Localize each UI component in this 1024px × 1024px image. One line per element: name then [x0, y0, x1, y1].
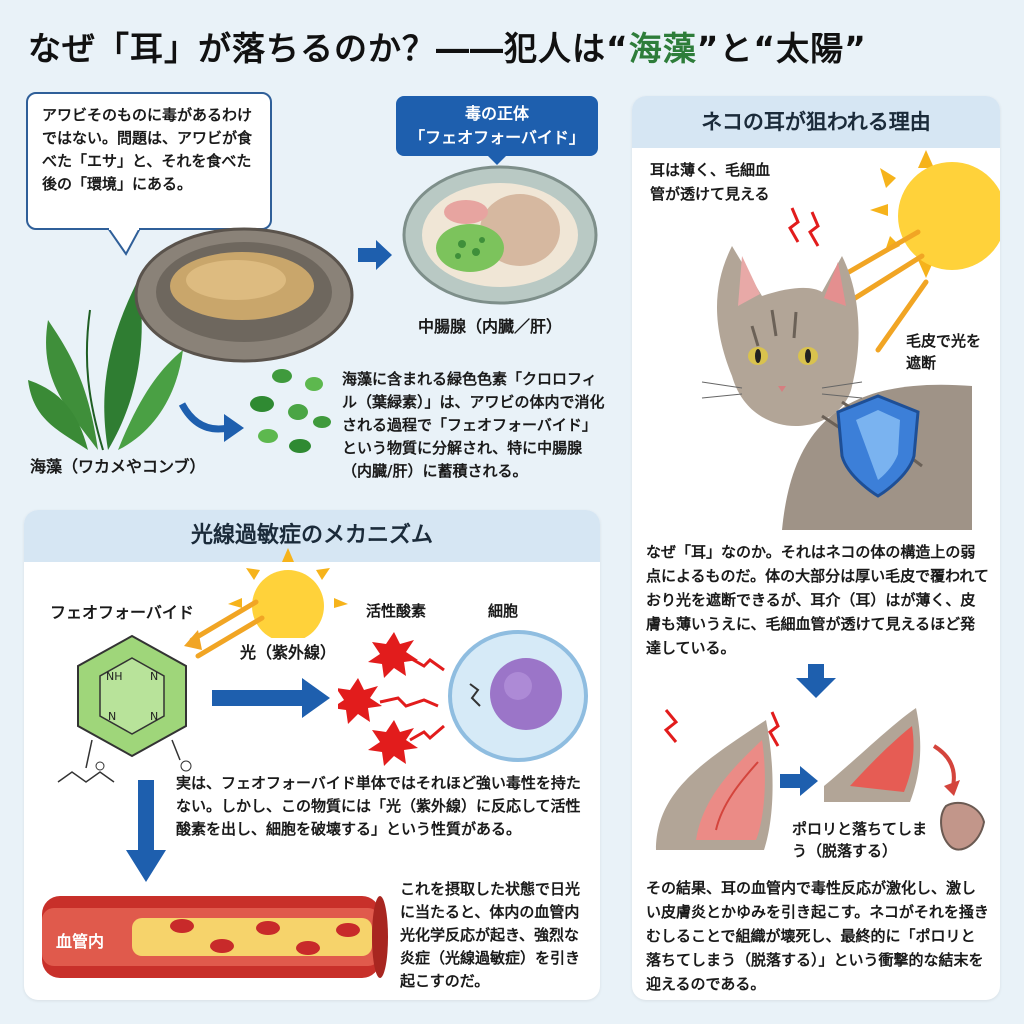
sunlight-rays: [839, 229, 929, 353]
light-rays-icon: [184, 599, 265, 659]
title-seaweed: 海藻: [628, 29, 697, 68]
toxin-identity-badge: 毒の正体 「フェオフォーバイド」: [396, 96, 598, 156]
curved-arrow-icon: [178, 402, 244, 442]
blood-vessel-illustration: [42, 896, 388, 978]
arrow-right-icon: [212, 678, 330, 718]
gland-label: 中腸腺（内臓／肝）: [418, 317, 563, 336]
molecule-label: フェオフォーバイド: [50, 603, 194, 622]
svg-text:N: N: [108, 710, 116, 723]
cat-illustration: [701, 207, 972, 530]
mechanism-explanation: 実は、フェオフォーバイド単体ではそれほど強い毒性を持たない。しかし、この物質には…: [176, 774, 581, 838]
page-title: なぜ「耳」が落ちるのか？――犯人は“海藻”と“太陽”: [28, 22, 998, 74]
svg-text:NH: NH: [106, 670, 123, 683]
badge-line-1: 毒の正体: [464, 104, 529, 123]
ester-chain: [57, 761, 115, 783]
abalone-cross-section: [402, 165, 598, 305]
svg-text:N: N: [150, 710, 158, 723]
seaweed-illustration: [28, 280, 183, 451]
fur-note: 毛皮で光を遮断: [906, 332, 982, 372]
necrotic-ear-illustration: [824, 708, 986, 851]
title-mid: ”と“: [696, 29, 777, 68]
fall-label: ポロリと落ちてしまう（脱落する）: [792, 820, 928, 860]
seaweed-label: 海藻（ワカメやコンブ）: [30, 457, 206, 476]
sun-icon: [870, 150, 1000, 278]
svg-text:N: N: [150, 670, 158, 683]
title-suffix: ”: [844, 29, 867, 68]
vessel-explanation: これを摂取した状態で日光に当たると、体内の血管内 光化学反応が起き、強烈な炎症（…: [400, 880, 581, 990]
chlorophyll-particles: [250, 369, 331, 453]
pheophorbide-molecule: NH N N N: [77, 634, 192, 772]
vessel-label: 血管内: [56, 932, 105, 951]
arrow-down-icon: [126, 780, 166, 882]
title-prefix: なぜ「耳」が落ちるのか？――犯人は“: [28, 29, 629, 68]
ros-label: 活性酸素: [366, 602, 427, 620]
intro-explanation: 海藻に含まれる緑色色素「クロロフィル（葉緑素）」は、アワビの体内で消化される過程…: [342, 370, 605, 480]
title-sun: 太陽: [776, 29, 845, 68]
sun-icon: [228, 548, 348, 638]
intro-bubble-text: アワビそのものに毒があるわけではない。問題は、アワビが食べた「エサ」と、それを食…: [42, 106, 253, 193]
arrow-down-icon: [796, 664, 836, 698]
inflamed-ear-illustration: [656, 709, 780, 850]
ear-note: 耳は薄く、毛細血管が透けて見える: [650, 161, 771, 203]
badge-line-2: 「フェオフォーバイド」: [409, 128, 585, 147]
arrow-right-icon: [780, 766, 818, 796]
abalone-illustration: [134, 227, 354, 363]
intro-speech-bubble: アワビそのものに毒があるわけではない。問題は、アワビが食べた「エサ」と、それを食…: [26, 92, 272, 230]
cat-result: その結果、耳の血管内で毒性反応が激化し、激しい皮膚炎とかゆみを引き起こす。ネコが…: [646, 879, 989, 993]
cat-header: ネコの耳が狙われる理由: [632, 96, 1000, 148]
mechanism-header: 光線過敏症のメカニズム: [24, 510, 600, 562]
light-label: 光（紫外線）: [240, 643, 337, 662]
reactive-oxygen-icons: [338, 632, 445, 766]
badge-pointer: [486, 154, 508, 165]
bubble-tail: [106, 228, 142, 256]
cat-explanation: なぜ「耳」なのか。それはネコの体の構造上の弱点によるものだ。体の大部分は厚い毛皮…: [646, 543, 989, 657]
cell-illustration: [448, 630, 588, 762]
arrow-right-icon: [358, 240, 392, 270]
cell-label: 細胞: [488, 602, 519, 620]
